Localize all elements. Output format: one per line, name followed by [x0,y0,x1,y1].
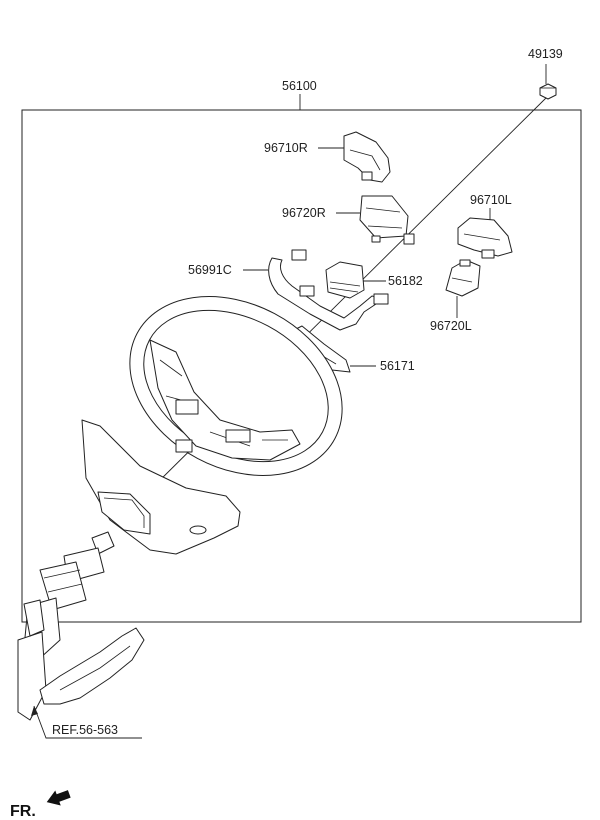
front-arrow-icon [46,790,71,806]
assembly-frame [21,109,582,623]
label-96720r: 96720R [282,206,326,220]
switch-96710l [457,217,513,259]
label-front: FR. [10,803,36,820]
damper-56182 [325,261,365,299]
switch-module-96720r [359,195,415,245]
steering-wheel [129,296,343,476]
label-96710r: 96710R [264,141,308,155]
wiring-56991c [268,249,389,331]
label-49139: 49139 [528,47,563,61]
label-56171: 56171 [380,359,415,373]
steering-column [17,531,145,721]
nut-49139 [539,83,557,100]
label-56182: 56182 [388,274,423,288]
reference-arrow [31,706,38,716]
label-reference: REF.56-563 [52,723,118,737]
airbag-cover [81,419,241,555]
switch-96710r [343,131,391,183]
label-56100: 56100 [282,79,317,93]
label-56991c: 56991C [188,263,232,277]
switch-module-96720l [445,259,481,297]
label-96710l: 96710L [470,193,512,207]
leader-reference [33,705,142,739]
label-96720l: 96720L [430,319,472,333]
